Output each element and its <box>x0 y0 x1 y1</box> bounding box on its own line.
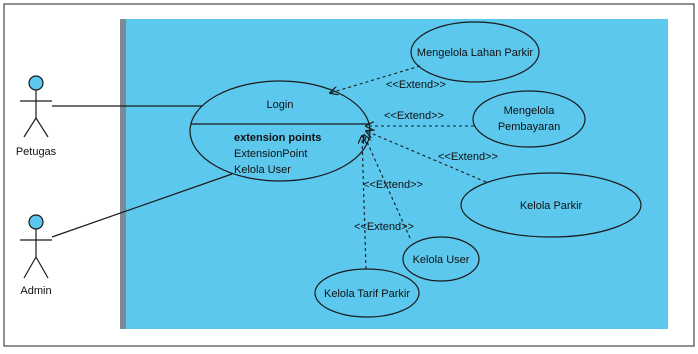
extend-label: <<Extend>> <box>384 110 444 122</box>
extend-label: <<Extend>> <box>363 179 423 191</box>
use-case-label: Kelola Parkir <box>520 200 583 212</box>
association-admin-login <box>51 173 233 238</box>
actor-label-petugas: Petugas <box>16 146 57 158</box>
extend-label: <<Extend>> <box>438 151 498 163</box>
use-case-label: Mengelola <box>504 105 556 117</box>
extend-arrow-kelola-tarif <box>362 136 366 270</box>
use-case-label: Kelola Tarif Parkir <box>324 288 410 300</box>
extend-arrow-kelola-parkir <box>366 131 487 183</box>
extension-point-item: ExtensionPoint <box>234 148 307 160</box>
use-case-kelola-user: Kelola User <box>402 236 480 282</box>
extend-label: <<Extend>> <box>386 79 446 91</box>
extend-arrow-kelola-user <box>364 135 411 239</box>
extension-points-heading: extension points <box>234 132 321 144</box>
use-case-label: Kelola User <box>413 254 470 266</box>
extend-label: <<Extend>> <box>354 221 414 233</box>
actor-head-icon <box>28 214 44 230</box>
actor-head-icon <box>28 75 44 91</box>
use-case-login-title: Login <box>267 99 294 111</box>
use-case-mengelola-lahan-parkir: Mengelola Lahan Parkir <box>410 21 540 83</box>
use-case-kelola-tarif-parkir: Kelola Tarif Parkir <box>314 268 420 318</box>
use-case-login: Login extension points ExtensionPoint Ke… <box>189 80 371 182</box>
use-case-mengelola-pembayaran: Mengelola Pembayaran <box>472 90 586 148</box>
extend-arrow-lahan-parkir <box>330 65 421 93</box>
actor-label-admin: Admin <box>20 285 51 297</box>
use-case-label: Pembayaran <box>498 121 560 133</box>
system-boundary-edge <box>120 19 126 329</box>
actor-petugas <box>20 75 52 138</box>
extension-point-item: Kelola User <box>234 164 291 176</box>
use-case-label: Mengelola Lahan Parkir <box>417 47 534 59</box>
use-case-kelola-parkir: Kelola Parkir <box>460 172 642 238</box>
actor-admin <box>20 214 52 279</box>
